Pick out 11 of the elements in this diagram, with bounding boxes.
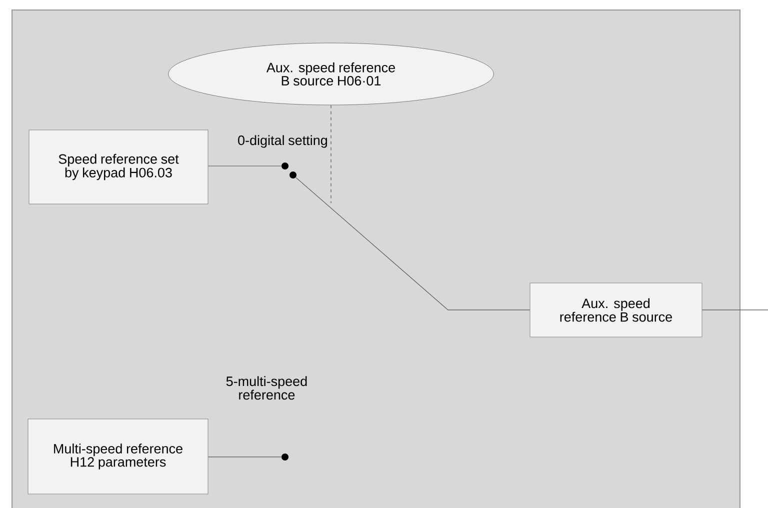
- contact-dot: [282, 162, 288, 170]
- edge-label: 0-digital setting: [238, 135, 327, 148]
- contact-dot: [290, 172, 296, 178]
- switch-arm: [296, 177, 530, 310]
- edge-label: 5-multi-speed reference: [226, 376, 307, 400]
- dashed-line: [330, 104, 332, 204]
- process-box: Multi-speed reference H12 parameters: [28, 418, 208, 494]
- contact-dot: [282, 453, 288, 460]
- process-box: Aux. speed reference B source: [530, 282, 702, 338]
- process-box: Speed reference set by keypad H06.03: [28, 130, 208, 204]
- connector-line: [208, 456, 282, 458]
